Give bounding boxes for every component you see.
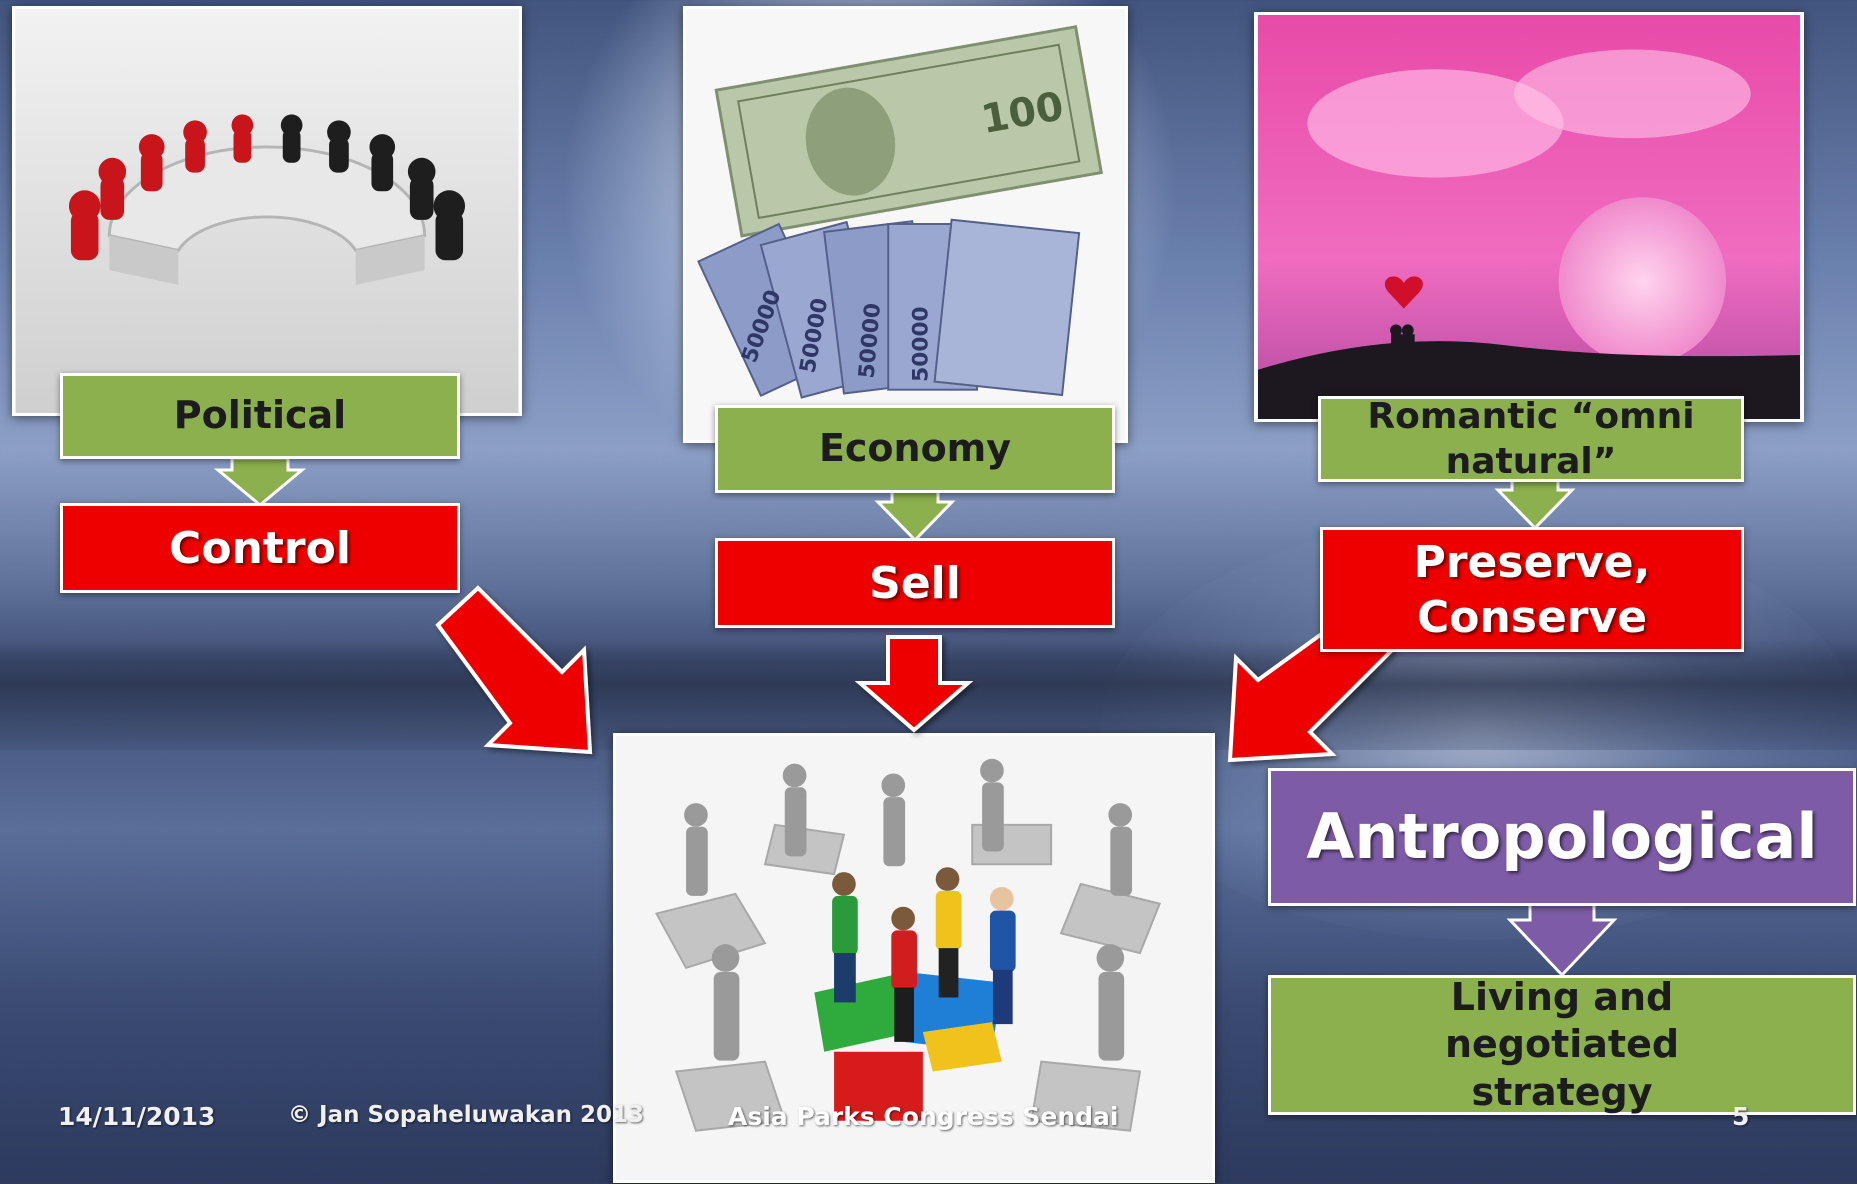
antropological-label: Antropological	[1268, 768, 1856, 906]
control-to-center-arrow	[435, 585, 593, 755]
footer-event: Asia Parks Congress Sendai	[728, 1102, 1119, 1131]
preserve-label: Preserve, Conserve	[1320, 527, 1744, 652]
sell-label: Sell	[715, 538, 1115, 628]
meeting-table-icon	[15, 9, 519, 413]
footer-author: © Jan Sopaheluwakan 2013	[288, 1102, 645, 1128]
economy-image: 100 50000 50000 50000 50000	[683, 6, 1128, 443]
political-label: Political	[60, 373, 460, 459]
economy-down-arrow	[874, 488, 956, 543]
romantic-image	[1254, 12, 1804, 422]
footer-page-number: 5	[1732, 1102, 1750, 1131]
money-banknotes-icon: 100 50000 50000 50000 50000	[686, 9, 1125, 440]
romantic-moon-icon	[1258, 15, 1800, 419]
control-label: Control	[60, 503, 460, 593]
strategy-label: Living and negotiated strategy	[1268, 975, 1856, 1115]
economy-label: Economy	[715, 405, 1115, 493]
sell-to-center-arrow	[854, 635, 974, 733]
romantic-label: Romantic “omni natural”	[1318, 396, 1744, 482]
political-down-arrow	[213, 456, 307, 507]
puzzle-people-image	[613, 733, 1215, 1183]
political-image	[12, 6, 522, 416]
footer-date: 14/11/2013	[58, 1102, 216, 1131]
svg-text:50000: 50000	[909, 306, 934, 381]
puzzle-people-icon	[617, 736, 1211, 1180]
romantic-down-arrow	[1494, 476, 1576, 531]
antropological-down-arrow	[1506, 901, 1618, 978]
